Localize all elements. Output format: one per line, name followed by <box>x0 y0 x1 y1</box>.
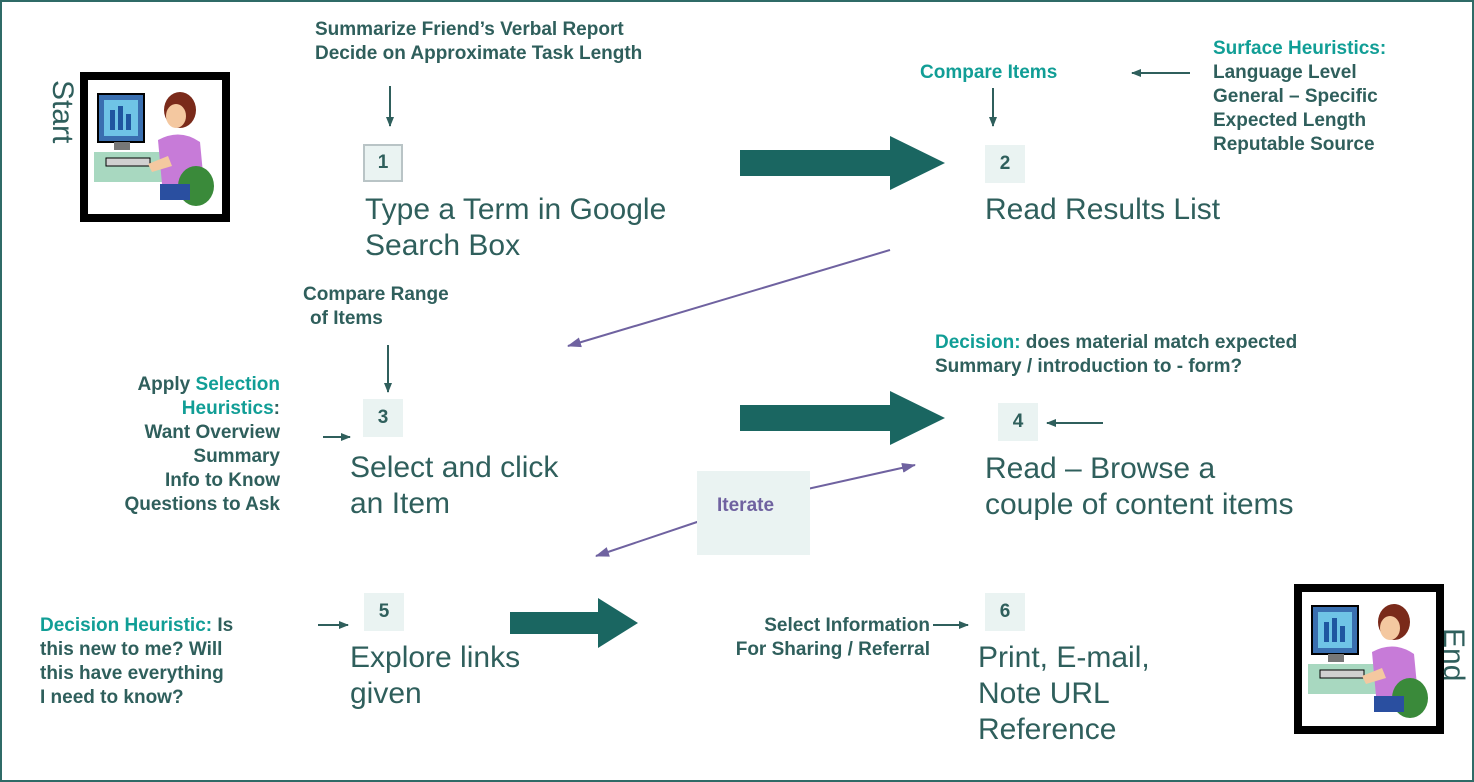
step-4-text: Read – Browse a couple of content items <box>985 451 1294 523</box>
step-6-line1: Print, E-mail, <box>978 641 1150 674</box>
start-computer-user-image <box>80 72 230 222</box>
surface-heuristics-title: Surface Heuristics: <box>1213 38 1387 59</box>
start-label: Start <box>46 80 79 144</box>
decision-note-line2: Summary / introduction to - form? <box>935 356 1243 377</box>
step-1-text: Type a Term in Google Search Box <box>365 192 666 264</box>
select-information-line1: Select Information <box>764 615 930 636</box>
surface-heuristics: Surface Heuristics: Language Level Gener… <box>1213 37 1386 157</box>
compare-range-label: Compare Range of Items <box>303 283 449 331</box>
computer-user-icon <box>88 80 222 214</box>
step-5-text: Explore links given <box>350 640 520 712</box>
step-5-line2: given <box>350 677 422 710</box>
step-1-number: 1 <box>363 144 403 182</box>
decision-heuristic-label: Decision Heuristic: <box>40 615 213 636</box>
apply-word: Apply <box>137 374 196 395</box>
selection-heuristics-heading-2: Heuristics: <box>40 397 280 421</box>
arrow-2-to-3 <box>567 249 891 348</box>
heuristics-word: Heuristics <box>181 398 274 419</box>
step-6-text: Print, E-mail, Note URL Reference <box>978 640 1150 748</box>
iterate-box: Iterate <box>697 471 810 555</box>
step-5-line1: Explore links <box>350 641 521 674</box>
big-arrow-3-to-4 <box>740 391 945 445</box>
decision-line1-rest: does material match expected <box>1020 332 1298 353</box>
selection-heuristic-item: Info to Know <box>164 470 280 491</box>
select-information-note: Select Information For Sharing / Referra… <box>662 614 930 662</box>
step-2-text: Read Results List <box>985 192 1220 228</box>
step-5-number: 5 <box>364 593 404 631</box>
decision-note: Decision: does material match expected S… <box>935 331 1297 379</box>
top-note: Summarize Friend’s Verbal Report Decide … <box>315 18 642 66</box>
step-2-line1: Read Results List <box>985 193 1221 226</box>
iterate-label: Iterate <box>717 495 775 516</box>
compare-range-line1: Compare Range <box>303 284 449 305</box>
step-3-text: Select and click an Item <box>350 450 558 522</box>
step-6-number: 6 <box>985 593 1025 631</box>
step-2-number: 2 <box>985 145 1025 183</box>
step-1-line2: Search Box <box>365 229 521 262</box>
step-3-line1: Select and click <box>350 451 559 484</box>
decision-heuristic-line2: this new to me? Will <box>40 639 223 660</box>
surface-heuristic-item: General – Specific <box>1213 86 1378 107</box>
decision-note-line1: Decision: does material match expected <box>935 331 1297 355</box>
decision-heuristic-line1-rest: Is <box>212 615 234 636</box>
compare-items-label: Compare Items <box>920 62 1058 83</box>
end-computer-user-image <box>1294 584 1444 734</box>
step-6-line3: Reference <box>978 713 1117 746</box>
surface-heuristic-item: Language Level <box>1213 62 1357 83</box>
compare-range-line2: of Items <box>310 308 383 329</box>
selection-heuristic-item: Questions to Ask <box>124 494 280 515</box>
selection-word: Selection <box>195 374 280 395</box>
step-4-line1: Read – Browse a <box>985 452 1216 485</box>
decision-heuristic-line3: this have everything <box>40 663 224 684</box>
step-4-number: 4 <box>998 403 1038 441</box>
heuristics-colon: : <box>273 398 280 419</box>
arrow-iterate-to-5 <box>595 520 701 557</box>
step-3-line2: an Item <box>350 487 451 520</box>
end-label: End <box>1437 628 1470 682</box>
selection-heuristic-item: Summary <box>193 446 280 467</box>
decision-heuristic-line1: Decision Heuristic: Is <box>40 614 233 638</box>
top-note-line2: Decide on Approximate Task Length <box>315 43 643 64</box>
computer-user-icon <box>1302 592 1436 726</box>
surface-heuristic-item: Reputable Source <box>1213 134 1375 155</box>
step-6-line2: Note URL <box>978 677 1110 710</box>
step-3-number: 3 <box>363 399 403 437</box>
decision-label: Decision: <box>935 332 1021 353</box>
decision-heuristic: Decision Heuristic: Is this new to me? W… <box>40 614 233 710</box>
select-information-line2: For Sharing / Referral <box>735 639 930 660</box>
big-arrow-5-to-6 <box>510 598 638 648</box>
step-4-line2: couple of content items <box>985 488 1294 521</box>
surface-heuristic-item: Expected Length <box>1213 110 1367 131</box>
selection-heuristics-heading: Apply Selection <box>40 373 280 397</box>
selection-heuristic-item: Want Overview <box>144 422 280 443</box>
decision-heuristic-line4: I need to know? <box>40 687 184 708</box>
step-1-line1: Type a Term in Google <box>365 193 667 226</box>
top-note-line1: Summarize Friend’s Verbal Report <box>315 19 624 40</box>
selection-heuristics: Apply Selection Heuristics: Want Overvie… <box>40 373 280 517</box>
big-arrow-1-to-2 <box>740 136 945 190</box>
